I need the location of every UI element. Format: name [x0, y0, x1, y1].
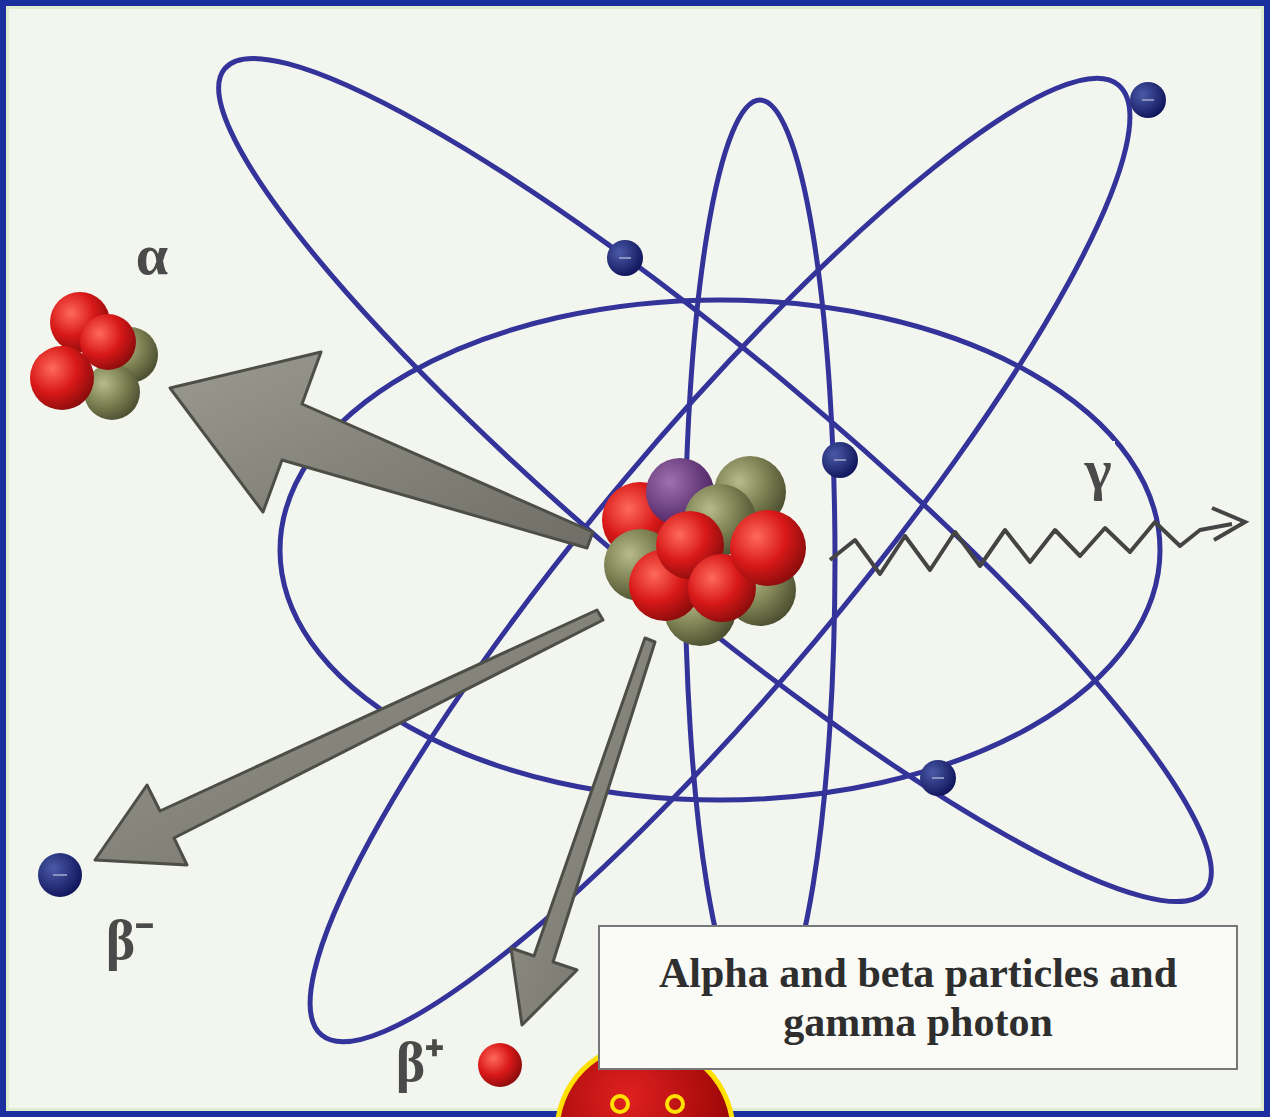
gamma-wave [830, 522, 1232, 574]
picture-ground [9, 9, 1261, 1108]
alpha-particle [30, 292, 158, 420]
gamma-ray [830, 508, 1245, 574]
electrons [607, 82, 1166, 796]
particle-symbol: γ [1081, 441, 1114, 499]
beta-plus-particle [478, 1043, 522, 1087]
orbit [148, 0, 1270, 983]
orbit [280, 300, 1160, 800]
nucleus [602, 456, 806, 646]
particle-symbol: β⁺ [393, 1034, 448, 1090]
electron [822, 442, 858, 478]
orbits [148, 0, 1270, 1115]
electron [1130, 82, 1166, 118]
caption-box: Alpha and beta particles and gamma photo… [598, 925, 1238, 1070]
electron [920, 760, 956, 796]
beta-minus-arrow [95, 610, 603, 865]
particle-symbol: α [133, 226, 171, 284]
electron [607, 240, 643, 276]
emission-arrows [95, 352, 655, 1025]
inner-border [6, 6, 1264, 1111]
alpha-arrow [170, 352, 593, 548]
gamma-arrowhead [1212, 508, 1245, 540]
orbit [685, 100, 835, 1020]
caption-text: Alpha and beta particles and gamma photo… [612, 949, 1224, 1046]
beta-minus-particle [38, 853, 82, 897]
particle-symbol: β⁻ [103, 912, 158, 968]
